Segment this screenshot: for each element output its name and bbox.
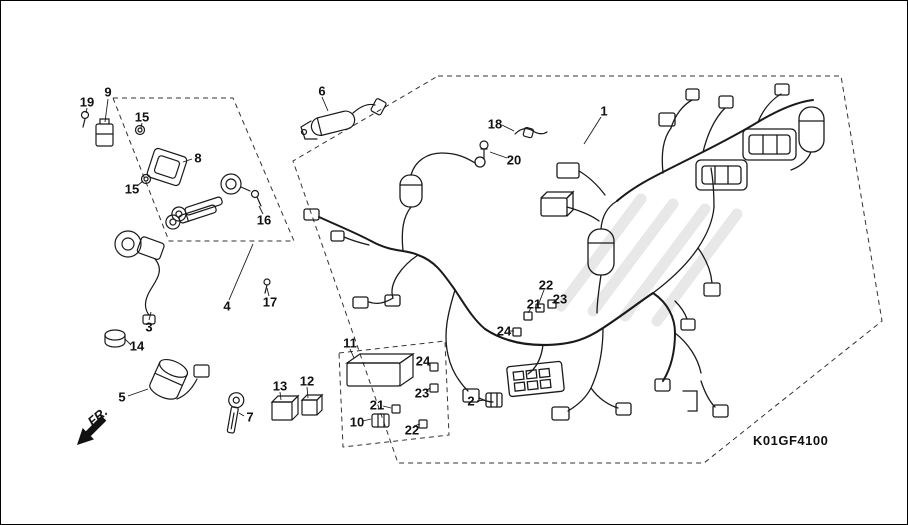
wire-harness-art: [303, 83, 825, 421]
part-callout-22: 22: [538, 277, 554, 293]
group-boundary-wire-harness: [292, 75, 883, 464]
part-callout-17: 17: [262, 294, 278, 310]
leader-lines: [85, 96, 602, 427]
part-callout-20: 20: [506, 152, 522, 168]
part-callout-13: 13: [272, 378, 288, 394]
part-callout-23: 23: [552, 291, 568, 307]
cdi-unit-parts: [345, 352, 439, 429]
part-callout-18: 18: [487, 116, 503, 132]
fr-direction-arrow: [77, 415, 107, 445]
part-callout-1: 1: [600, 103, 608, 119]
part-callout-21: 21: [526, 296, 542, 312]
harness-clip-and-bolt: [479, 126, 548, 160]
part-callout-24: 24: [415, 353, 431, 369]
part-callout-15: 15: [134, 109, 150, 125]
part-callout-14: 14: [129, 338, 145, 354]
part-callout-7: 7: [246, 409, 254, 425]
part-callout-4: 4: [223, 298, 231, 314]
group-boundaries: [112, 75, 883, 464]
group-boundary-lock-set: [112, 97, 295, 242]
part-callout-15: 15: [124, 181, 140, 197]
part-callout-5: 5: [118, 389, 126, 405]
steering-lock-parts: [104, 230, 271, 348]
relay-parts: [270, 393, 324, 421]
part-callout-22: 22: [404, 422, 420, 438]
part-callout-6: 6: [318, 83, 326, 99]
part-callout-10: 10: [349, 414, 365, 430]
part-callout-8: 8: [194, 150, 202, 166]
lock-set-parts: [80, 110, 262, 230]
part-callout-23: 23: [414, 385, 430, 401]
part-callout-21: 21: [369, 397, 385, 413]
part-callout-19: 19: [79, 94, 95, 110]
diagram-code: K01GF4100: [753, 433, 829, 448]
group-boundary-cdi-unit: [338, 340, 450, 448]
part-callout-3: 3: [145, 319, 153, 335]
watermark: [555, 193, 743, 327]
part-callout-12: 12: [299, 373, 315, 389]
part-callout-11: 11: [343, 335, 357, 351]
part-callout-2: 2: [467, 393, 475, 409]
ignition-coil-part: [300, 98, 387, 140]
part-callout-24: 24: [496, 323, 512, 339]
part-callout-16: 16: [256, 212, 272, 228]
part-callout-9: 9: [104, 84, 112, 100]
ignition-switch-parts: [149, 358, 245, 434]
